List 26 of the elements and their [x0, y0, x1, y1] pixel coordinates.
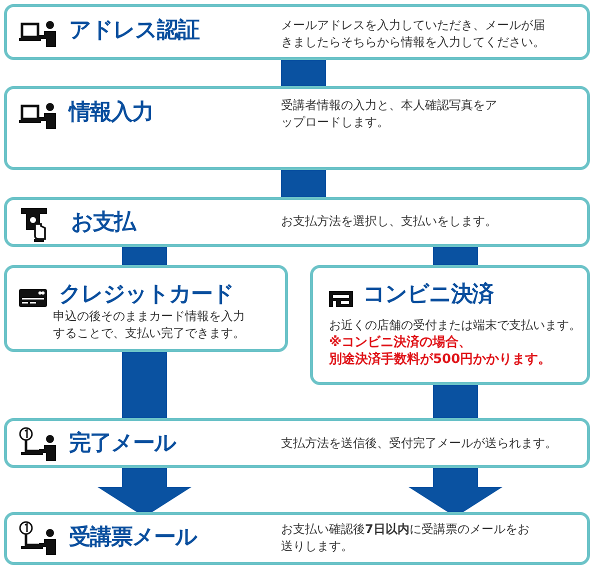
step-description: お支払い確認後7日以内に受講票のメールをお送りします。 [281, 521, 530, 555]
step-title: クレジットカード [59, 282, 234, 308]
step-description: お近くの店舗の受付または端末で支払います。 [329, 317, 582, 334]
connector-bar [281, 60, 326, 86]
step-title: アドレス認証 [69, 18, 199, 44]
step-description: 申込の後そのままカード情報を入力することで、支払い完了できます。 [53, 308, 246, 342]
step-box [4, 418, 590, 468]
step-title: 受講票メール [69, 525, 197, 551]
step-title: お支払 [71, 210, 135, 236]
connector-bar [122, 247, 167, 265]
step-description: 支払方法を送信後、受付完了メールが送られます。 [281, 435, 558, 452]
step-box [4, 4, 590, 60]
step-box [4, 512, 590, 565]
payment-option-box [4, 265, 288, 352]
connector-bar [433, 247, 478, 265]
step-description: お支払方法を選択し、支払いをします。 [281, 213, 498, 230]
step-box [4, 197, 590, 247]
payment-option-box [310, 265, 590, 385]
step-box [4, 86, 590, 170]
fee-note: ※コンビニ決済の場合、別途決済手数料が500円かかります。 [329, 334, 552, 368]
connector-bar [281, 170, 326, 197]
step-title: 情報入力 [69, 100, 153, 126]
step-title: コンビニ決済 [363, 282, 493, 308]
step-description: メールアドレスを入力していただき、メールが届きましたらそちらから情報を入力してください。 [281, 17, 546, 51]
step-title: 完了メール [69, 431, 176, 457]
step-description: 受講者情報の入力と、本人確認写真をアップロードします。 [281, 97, 497, 131]
